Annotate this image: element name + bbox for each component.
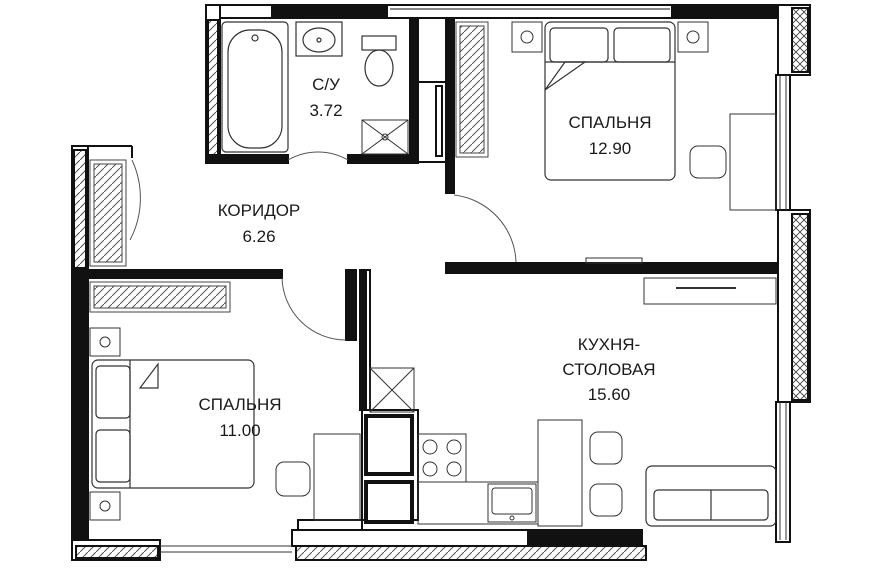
- bed-bedroom1: [544, 21, 676, 181]
- wall-cabinet-kitchen: [643, 277, 777, 305]
- bar-chair-1: [589, 431, 623, 465]
- nightstand-b2-bottom: [89, 491, 121, 521]
- kitchen-name-line1: КУХНЯ-: [578, 335, 640, 354]
- interior-walls: [87, 17, 777, 531]
- room-label-bedroom-2: СПАЛЬНЯ 11.00: [198, 395, 281, 440]
- windows: [160, 75, 787, 553]
- bedroom-1-area: 12.90: [589, 139, 632, 158]
- bedroom-1-name: СПАЛЬНЯ: [568, 113, 651, 132]
- bar-chair-2: [589, 483, 623, 517]
- bedroom-2-name: СПАЛЬНЯ: [198, 395, 281, 414]
- nightstand-left: [511, 21, 543, 53]
- door-swings: [129, 151, 517, 341]
- corridor-area: 6.26: [242, 227, 275, 246]
- room-label-wc: С/У 3.72: [309, 75, 342, 120]
- wardrobe-corridor: [89, 159, 127, 267]
- room-label-bedroom-1: СПАЛЬНЯ 12.90: [568, 113, 651, 158]
- nightstand-b2-top: [89, 327, 121, 357]
- room-label-kitchen: КУХНЯ- СТОЛОВАЯ 15.60: [562, 335, 655, 404]
- bedroom-2-area: 11.00: [219, 421, 260, 440]
- kitchen-area: 15.60: [588, 385, 631, 404]
- toilet: [361, 35, 397, 87]
- wardrobe-bedroom2: [89, 281, 231, 313]
- wardrobe-bedroom1: [455, 21, 489, 158]
- tv-console: [585, 257, 643, 264]
- sink: [295, 21, 343, 57]
- bed-bedroom2: [91, 359, 255, 489]
- stove: [417, 433, 467, 483]
- wc-area: 3.72: [309, 101, 342, 120]
- kitchen-sink: [487, 483, 537, 523]
- shower-tray: [361, 119, 409, 155]
- kitchen-name-line2: СТОЛОВАЯ: [562, 360, 655, 379]
- fridge-cabinet: [369, 367, 415, 413]
- bar-counter: [537, 419, 583, 527]
- corridor-name: КОРИДОР: [218, 201, 301, 220]
- desk-bedroom2: [275, 433, 361, 521]
- nightstand-right: [677, 21, 709, 53]
- sofa: [645, 465, 777, 527]
- wc-name: С/У: [312, 75, 340, 94]
- desk-bedroom1: [689, 113, 777, 211]
- room-label-corridor: КОРИДОР 6.26: [218, 201, 301, 246]
- bathtub: [221, 21, 289, 153]
